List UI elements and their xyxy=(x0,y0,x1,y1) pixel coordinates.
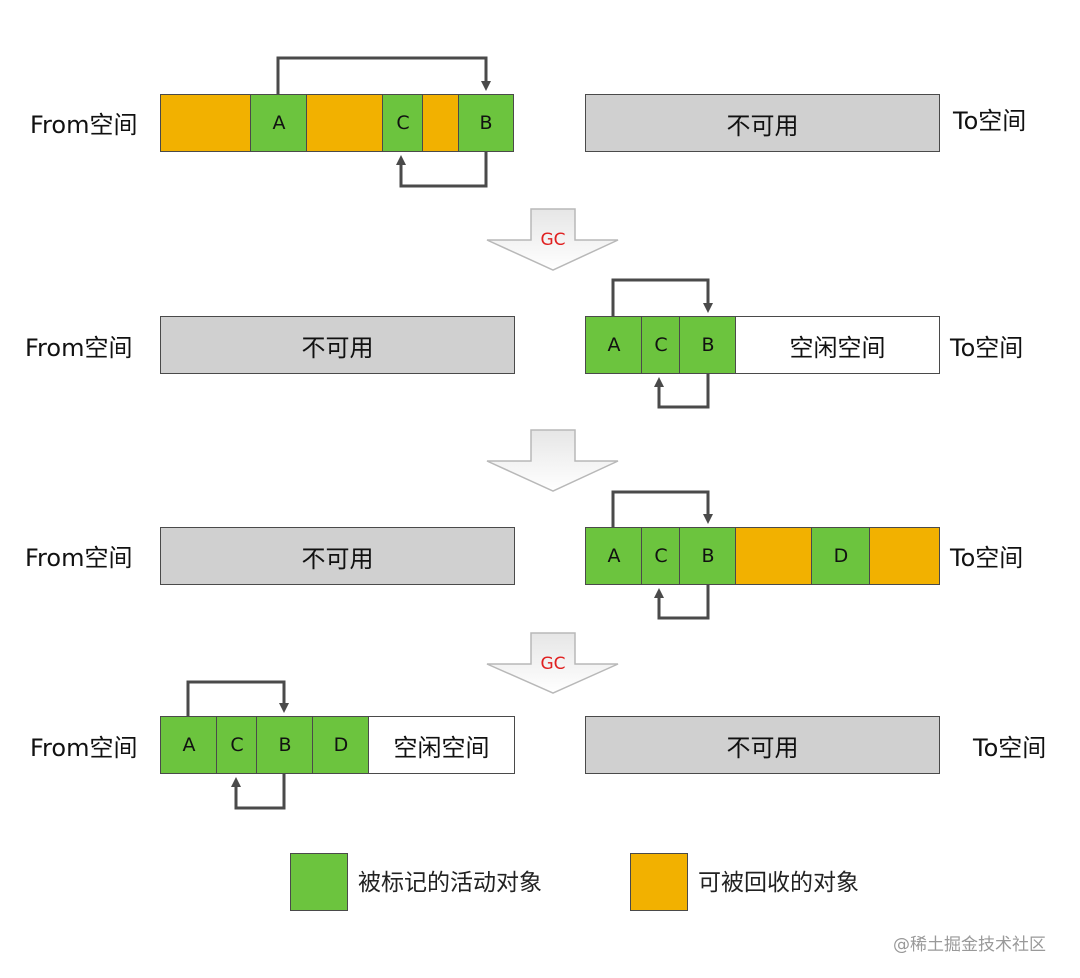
object-a: A xyxy=(250,94,308,152)
transition-arrow-2 xyxy=(486,429,619,492)
from-space-label: From空间 xyxy=(30,111,138,139)
from-space-unavailable: 不可用 xyxy=(160,316,515,374)
legend-swatch-live xyxy=(290,853,348,911)
garbage-object xyxy=(422,94,460,152)
object-a: A xyxy=(585,316,643,374)
ref-arrow-a-to-b xyxy=(611,490,713,528)
object-c: C xyxy=(641,316,681,374)
to-space-label: To空间 xyxy=(950,334,1024,362)
to-space-label: To空间 xyxy=(973,734,1047,762)
object-b: B xyxy=(256,716,314,774)
garbage-object xyxy=(869,527,940,585)
to-space-label: To空间 xyxy=(953,107,1027,135)
object-d: D xyxy=(312,716,370,774)
object-d: D xyxy=(811,527,871,585)
object-c: C xyxy=(382,94,424,152)
object-c: C xyxy=(216,716,258,774)
free-space: 空闲空间 xyxy=(368,716,515,774)
to-space-label: To空间 xyxy=(950,544,1024,572)
object-b: B xyxy=(458,94,514,152)
legend-swatch-garbage xyxy=(630,853,688,911)
free-space: 空闲空间 xyxy=(735,316,940,374)
from-space-unavailable: 不可用 xyxy=(160,527,515,585)
object-a: A xyxy=(585,527,643,585)
ref-arrow-b-to-c xyxy=(654,373,710,409)
garbage-object xyxy=(160,94,252,152)
ref-arrow-a-to-b xyxy=(611,278,713,317)
gc-label: GC xyxy=(540,654,565,674)
legend-label-garbage: 可被回收的对象 xyxy=(698,870,859,896)
from-space-label: From空间 xyxy=(25,544,133,572)
object-b: B xyxy=(679,527,737,585)
ref-arrow-a-to-b xyxy=(186,680,289,717)
ref-arrow-a-to-b xyxy=(276,56,491,95)
from-space-label: From空间 xyxy=(30,734,138,762)
gc-label: GC xyxy=(540,230,565,250)
to-space-unavailable: 不可用 xyxy=(585,94,940,152)
from-space-label: From空间 xyxy=(25,334,133,362)
watermark: @稀土掘金技术社区 xyxy=(893,935,1046,955)
ref-arrow-b-to-c xyxy=(654,584,710,620)
garbage-object xyxy=(306,94,384,152)
ref-arrow-b-to-c xyxy=(231,773,286,810)
ref-arrow-b-to-c xyxy=(396,151,488,188)
transition-arrow-1: GC xyxy=(486,208,619,271)
object-a: A xyxy=(160,716,218,774)
garbage-object xyxy=(735,527,813,585)
object-c: C xyxy=(641,527,681,585)
to-space-unavailable: 不可用 xyxy=(585,716,940,774)
object-b: B xyxy=(679,316,737,374)
transition-arrow-3: GC xyxy=(486,632,619,694)
legend-label-live: 被标记的活动对象 xyxy=(358,870,542,896)
